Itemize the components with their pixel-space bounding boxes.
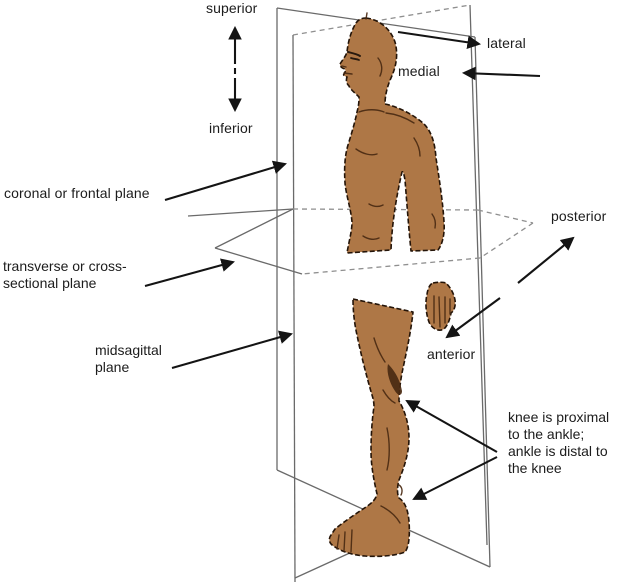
label-lateral: lateral [487, 35, 526, 51]
label-knee-line3: ankle is distal to [508, 443, 608, 459]
ankle-arrow [412, 456, 498, 500]
transverse-plane-arrow [144, 258, 235, 288]
label-transverse-plane: transverse or cross- sectional plane [3, 258, 127, 292]
label-knee-line1: knee is proximal [508, 409, 610, 425]
hand [425, 281, 457, 331]
transverse-plane-edges [187, 208, 534, 275]
midsagittal-plane-arrow [171, 330, 293, 370]
anterior-arrow [445, 297, 501, 339]
label-coronal-plane: coronal or frontal plane [4, 185, 150, 201]
label-anterior: anterior [427, 346, 476, 362]
label-midsagittal-line1: midsagittal [95, 342, 162, 358]
lateral-arrow [397, 30, 482, 50]
label-inferior: inferior [209, 120, 253, 136]
label-knee-line4: the knee [508, 460, 562, 476]
leg [328, 298, 414, 558]
label-knee-line2: to the ankle; [508, 426, 585, 442]
label-medial: medial [398, 63, 440, 79]
posterior-arrow [517, 236, 575, 284]
label-midsagittal-line2: plane [95, 359, 130, 375]
coronal-plane-arrow [164, 160, 287, 202]
torso-silhouette [339, 17, 445, 254]
figure-details [336, 12, 451, 553]
label-transverse-line1: transverse or cross- [3, 258, 127, 274]
arrows [144, 25, 575, 500]
label-knee-ankle: knee is proximal to the ankle; ankle is … [508, 409, 609, 477]
knee-arrow [405, 399, 498, 453]
label-superior: superior [206, 0, 258, 16]
medial-arrow [461, 66, 541, 81]
label-midsagittal-plane: midsagittal plane [95, 342, 162, 376]
human-figure [328, 17, 457, 558]
label-transverse-line2: sectional plane [3, 275, 97, 291]
label-posterior: posterior [551, 208, 607, 224]
